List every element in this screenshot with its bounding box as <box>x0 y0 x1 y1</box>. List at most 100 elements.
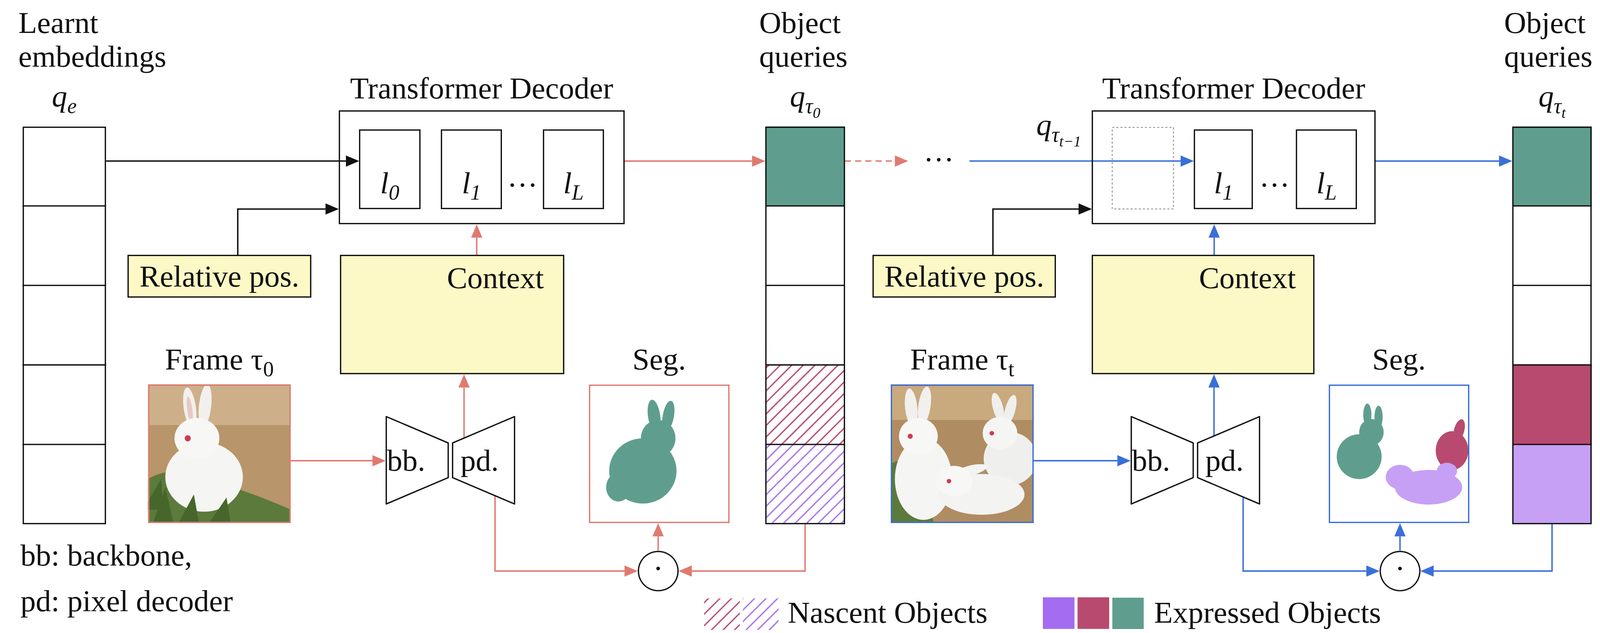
arrow-label-block: qτt−1 <box>1015 108 1103 150</box>
layer-label: L <box>571 180 584 205</box>
panel-heading: Seg. <box>632 342 686 377</box>
pixel-decoder-shape: pd. <box>451 416 516 506</box>
query-pass-arrows <box>845 155 1195 167</box>
arrow-head <box>1078 203 1092 215</box>
box-label: Relative pos. <box>139 259 300 294</box>
illustration-part <box>765 126 845 206</box>
box-heading-block: Transformer Decoder <box>1060 71 1408 106</box>
column-heading: Object queries <box>1503 5 1593 74</box>
query-cells-right <box>1512 126 1592 525</box>
text-run: Object queries <box>759 5 848 74</box>
text-run: Object queries <box>1503 5 1593 74</box>
text-run: · <box>652 551 664 586</box>
text-run: pd. <box>1205 443 1244 478</box>
illustration-part <box>1436 463 1458 480</box>
layer-box: lL <box>542 129 605 209</box>
legend-text: Nascent Objects <box>787 595 988 630</box>
arrow-label: q <box>1036 107 1052 142</box>
illustration-part <box>935 466 973 497</box>
abbreviation-note: pd: pixel decoder <box>20 584 233 619</box>
segmentation-panel: Seg. <box>1328 384 1470 524</box>
query-cells-left <box>765 126 845 525</box>
illustration-part <box>1042 597 1075 630</box>
text-run: pd: pixel decoder <box>20 584 233 619</box>
layer-label: 1 <box>1222 180 1234 205</box>
frame-heading-block: Frame τt <box>860 342 1065 382</box>
subscript: 0 <box>812 104 821 122</box>
illustration-part <box>743 598 779 631</box>
connector-line <box>657 536 660 552</box>
connector <box>678 524 806 578</box>
legend-text-block: Nascent Objects <box>787 596 988 630</box>
connector-line <box>1375 160 1500 163</box>
text-run: Nascent Objects <box>787 595 988 630</box>
arrow-head <box>1499 155 1513 167</box>
box-label-block: Context <box>436 261 554 296</box>
illustration-part <box>1451 418 1467 443</box>
subscript: t−1 <box>1059 133 1081 150</box>
backbone-shape: bb. <box>1130 416 1194 506</box>
position-box: Relative pos. <box>872 254 1057 298</box>
illustration-part <box>1385 463 1463 505</box>
shape-label-block: bb. <box>381 443 431 478</box>
illustration-part <box>969 160 1181 163</box>
subscript: τ0 <box>805 94 821 118</box>
connector-line <box>1033 460 1118 462</box>
arrow-head <box>1366 565 1380 578</box>
connector <box>1375 155 1513 167</box>
text-run: Seg. <box>632 342 686 377</box>
text-run: lL <box>563 165 584 201</box>
math-symbol: 0 <box>812 104 821 122</box>
connector-line <box>237 209 326 256</box>
decoder-box: Transformer Decoderl1lL <box>1091 110 1376 225</box>
text-run: l0 <box>380 165 400 201</box>
layer-label: l <box>563 165 572 201</box>
text-run: Expressed Objects <box>1154 595 1382 630</box>
abbreviation-note: bb: backbone, <box>20 538 192 573</box>
connector <box>1420 524 1552 578</box>
segmentation-mask-left <box>606 399 677 504</box>
connector <box>495 496 638 578</box>
illustration-part <box>907 434 913 440</box>
math-symbol-block: qτ0 <box>765 79 845 122</box>
illustration-part <box>1385 465 1415 490</box>
arrow-label: τ <box>1051 122 1060 147</box>
illustration-part <box>660 400 677 433</box>
backbone-shape: bb. <box>385 416 449 506</box>
connector <box>237 203 339 256</box>
illustration-part <box>148 384 292 524</box>
arrow-head <box>752 155 766 167</box>
connector <box>992 203 1092 256</box>
frame-heading: 0 <box>263 357 275 382</box>
query-column: Object queriesqτ0 <box>765 126 845 525</box>
illustration-part <box>606 473 631 502</box>
math-symbol: τ <box>805 94 813 118</box>
frame-heading: Frame τ <box>910 342 1009 377</box>
connector <box>1208 224 1220 255</box>
column-heading-block: Object queries <box>759 5 862 74</box>
ellipsis-block: ··· <box>913 142 965 177</box>
box-heading-block: Transformer Decoder <box>306 71 658 106</box>
illustration-part <box>22 206 107 445</box>
illustration-part <box>1374 405 1383 429</box>
math-symbol-block: qτt <box>1512 79 1592 122</box>
subscript: t <box>1008 357 1015 382</box>
rabbit-photo-right <box>890 384 1034 524</box>
ellipsis-block: ··· <box>503 168 541 203</box>
subscript: e <box>67 94 77 118</box>
connector <box>1208 374 1220 437</box>
connector-line <box>290 460 373 462</box>
connector <box>1242 497 1380 578</box>
layer-box: l1 <box>440 129 502 209</box>
illustration-part <box>982 416 1018 450</box>
text-run: Relative pos. <box>139 259 300 294</box>
position-box: Relative pos. <box>127 254 312 298</box>
shape-label-block: pd. <box>1200 443 1249 478</box>
connector <box>624 155 766 167</box>
arrow-head <box>372 455 386 467</box>
arrow-head <box>470 224 483 238</box>
decoder-box: Transformer Decoderl0l1lL <box>338 110 625 225</box>
subscript: 1 <box>1222 180 1234 205</box>
connector <box>1394 523 1406 551</box>
